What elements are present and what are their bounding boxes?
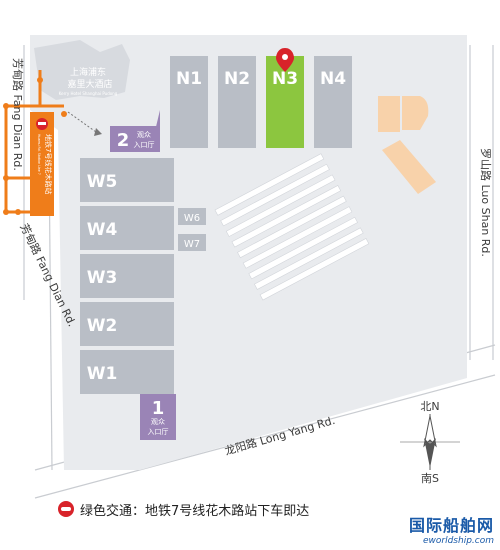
hall-w1[interactable] [80,350,174,394]
entrance-1-label-line1: 观众 [151,418,165,426]
hall-n4-label: N4 [320,69,346,89]
entrance-2-label-line1: 观众 [137,131,151,139]
hall-w6-label: W6 [184,213,200,224]
parking-area [214,153,370,301]
hotel-name-line2: 嘉里大酒店 [67,78,112,90]
compass-north: 北N [420,400,439,413]
hall-w1-label: W1 [87,364,118,384]
compass-south: 南S [421,472,439,485]
hall-n2-label: N2 [224,69,250,89]
metro-logo-icon [58,501,74,517]
hall-n3-label: N3 [272,69,298,89]
hotel-name-line1: 上海浦东 [70,66,106,78]
watermark-cn: 国际船舶网 [408,516,494,535]
north-halls: N1 N2 N3 N4 [170,56,352,148]
hall-w5[interactable] [80,158,174,202]
hall-n1[interactable] [170,56,208,148]
watermark: 国际船舶网 eworldship.com [409,512,494,546]
metro-station-sub: Huamu Rd. Station Line 7 [37,134,41,175]
orange-building [378,96,436,194]
compass-icon [400,414,460,470]
hall-w6[interactable] [178,208,206,225]
hall-w5-label: W5 [87,172,118,192]
entrance-1-label-line2: 入口厅 [148,428,169,436]
metro-stops-icon [3,77,67,215]
hall-w2[interactable] [80,302,174,346]
hall-w4[interactable] [80,206,174,250]
road-label-fangdian-top: 芳甸路 Fang Dian Rd. [11,58,25,171]
hall-n1-label: N1 [176,69,202,89]
metro-station-label: 地铁7号线花木路站 [44,134,53,194]
legend-text: 绿色交通：地铁7号线花木路站下车即达 [80,503,310,519]
entrance-1-number: 1 [152,398,165,419]
entrance-1[interactable]: 1 观众 入口厅 [140,394,176,440]
west-halls: W5 W4 W3 W2 W1 W6 W7 [80,158,206,394]
entrance-2[interactable]: 2 观众 入口厅 [110,110,160,152]
hall-w3[interactable] [80,254,174,298]
hall-w7[interactable] [178,234,206,251]
metro-logo-bar-icon [38,122,46,125]
hall-w3-label: W3 [87,268,118,288]
hall-w7-label: W7 [184,239,200,250]
entrance-2-number: 2 [117,130,130,151]
arrow-icon [94,128,102,136]
hall-n4[interactable] [314,56,352,148]
watermark-en: eworldship.com [422,536,494,546]
entrance-2-label-line2: 入口厅 [134,141,155,149]
hall-w2-label: W2 [87,316,118,336]
hall-w4-label: W4 [87,220,118,240]
hotel-building [34,40,130,100]
location-pin-icon [276,48,294,72]
legend: 绿色交通：地铁7号线花木路站下车即达 [58,497,309,521]
hotel-name-en: Kerry Hotel Shanghai Pudong [59,91,118,96]
hall-n2[interactable] [218,56,256,148]
road-label-luoshan: 罗山路 Luo Shan Rd. [479,148,492,257]
walking-path [67,111,97,133]
